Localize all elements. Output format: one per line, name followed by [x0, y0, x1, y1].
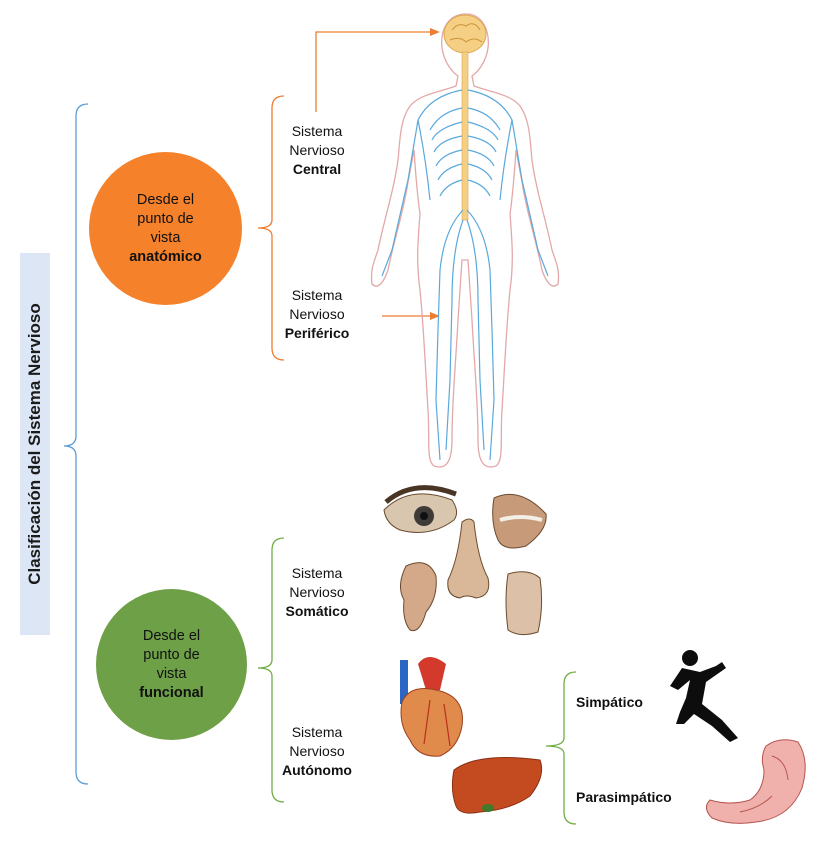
anatomic-brace: [257, 95, 285, 361]
heart-icon: [400, 657, 463, 757]
functional-line1: Desde el: [142, 627, 201, 644]
main-brace: [63, 103, 89, 785]
central-arrow: [315, 31, 432, 112]
stomach-icon: [706, 739, 806, 824]
runner-icon: [670, 650, 738, 742]
anatomic-line3: vista: [150, 229, 181, 246]
anatomic-label: anatómico: [129, 248, 202, 265]
functional-line2: punto de: [143, 646, 200, 663]
functional-line3: vista: [156, 665, 187, 682]
somatic-nervous-system-label: Sistema Nervioso Somático: [285, 565, 349, 619]
title-bar: Clasificación del Sistema Nervioso: [20, 253, 50, 635]
sense-organs-icon: [383, 485, 547, 636]
liver-icon: [451, 757, 543, 814]
anatomic-view-circle: Desde el punto de vista anatómico: [89, 152, 242, 305]
nervous-system-figure-icon: [370, 13, 560, 468]
central-nervous-system-label: Sistema Nervioso Central: [289, 123, 345, 177]
autonomic-nervous-system-label: Sistema Nervioso Autónomo: [282, 724, 352, 778]
functional-view-circle: Desde el punto de vista funcional: [96, 589, 247, 740]
sympathetic-label: Simpático: [576, 694, 643, 710]
functional-label: funcional: [139, 684, 204, 701]
anatomic-line2: punto de: [137, 210, 194, 227]
diagram-title: Clasificación del Sistema Nervioso: [25, 303, 44, 585]
parasympathetic-label: Parasimpático: [576, 789, 672, 805]
functional-brace: [257, 537, 285, 803]
anatomic-line1: Desde el: [136, 191, 195, 208]
autonomic-brace: [545, 671, 577, 825]
peripheral-nervous-system-label: Sistema Nervioso Periférico: [284, 287, 350, 341]
